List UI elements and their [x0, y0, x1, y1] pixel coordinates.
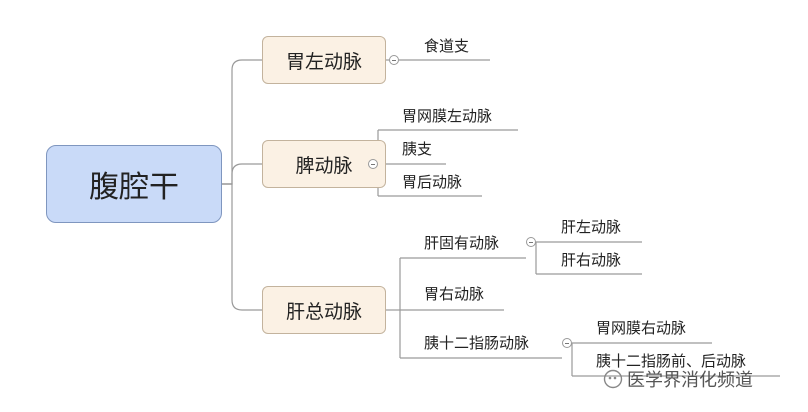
branch-node-splenic[interactable]: 脾动脉	[262, 140, 386, 188]
leaf-right-gastric[interactable]: 胃右动脉	[424, 285, 485, 303]
collapse-toggle-icon[interactable]	[389, 55, 399, 65]
leaf-pancreatic-branch[interactable]: 胰支	[402, 140, 433, 158]
node-proper-hepatic[interactable]: 肝固有动脉	[424, 234, 500, 252]
leaf-left-hepatic[interactable]: 肝左动脉	[561, 218, 622, 236]
branch-node-left-gastric[interactable]: 胃左动脉	[262, 36, 386, 84]
leaf-right-hepatic[interactable]: 肝右动脉	[561, 251, 622, 269]
link-root-branch-2	[222, 163, 262, 185]
leaf-right-gastroepiploic[interactable]: 胃网膜右动脉	[596, 319, 687, 337]
wechat-icon	[603, 369, 623, 389]
collapse-toggle-icon[interactable]	[368, 159, 378, 169]
node-pancreaticoduodenal[interactable]: 胰十二指肠动脉	[424, 334, 530, 352]
root-node-celiac-trunk[interactable]: 腹腔干	[46, 145, 222, 223]
leaf-esophageal-branch[interactable]: 食道支	[424, 37, 470, 55]
watermark-text: 医学界消化频道	[627, 370, 753, 391]
leaf-left-gastroepiploic[interactable]: 胃网膜左动脉	[402, 107, 493, 125]
link-root-branch-3	[222, 183, 262, 311]
collapse-toggle-icon[interactable]	[562, 338, 572, 348]
branch-label: 胃左动脉	[285, 50, 362, 73]
branch-label: 脾动脉	[295, 154, 353, 177]
link-root-branch-1	[222, 59, 262, 185]
leaf-ant-post-pancreaticoduodenal[interactable]: 胰十二指肠前、后动脉	[596, 352, 747, 370]
leaf-posterior-gastric[interactable]: 胃后动脉	[402, 173, 463, 191]
root-label: 腹腔干	[89, 170, 179, 205]
watermark: 医学界消化频道	[603, 366, 753, 392]
branch-label: 肝总动脉	[285, 300, 362, 323]
collapse-toggle-icon[interactable]	[526, 237, 536, 247]
branch-node-common-hepatic[interactable]: 肝总动脉	[262, 286, 386, 334]
